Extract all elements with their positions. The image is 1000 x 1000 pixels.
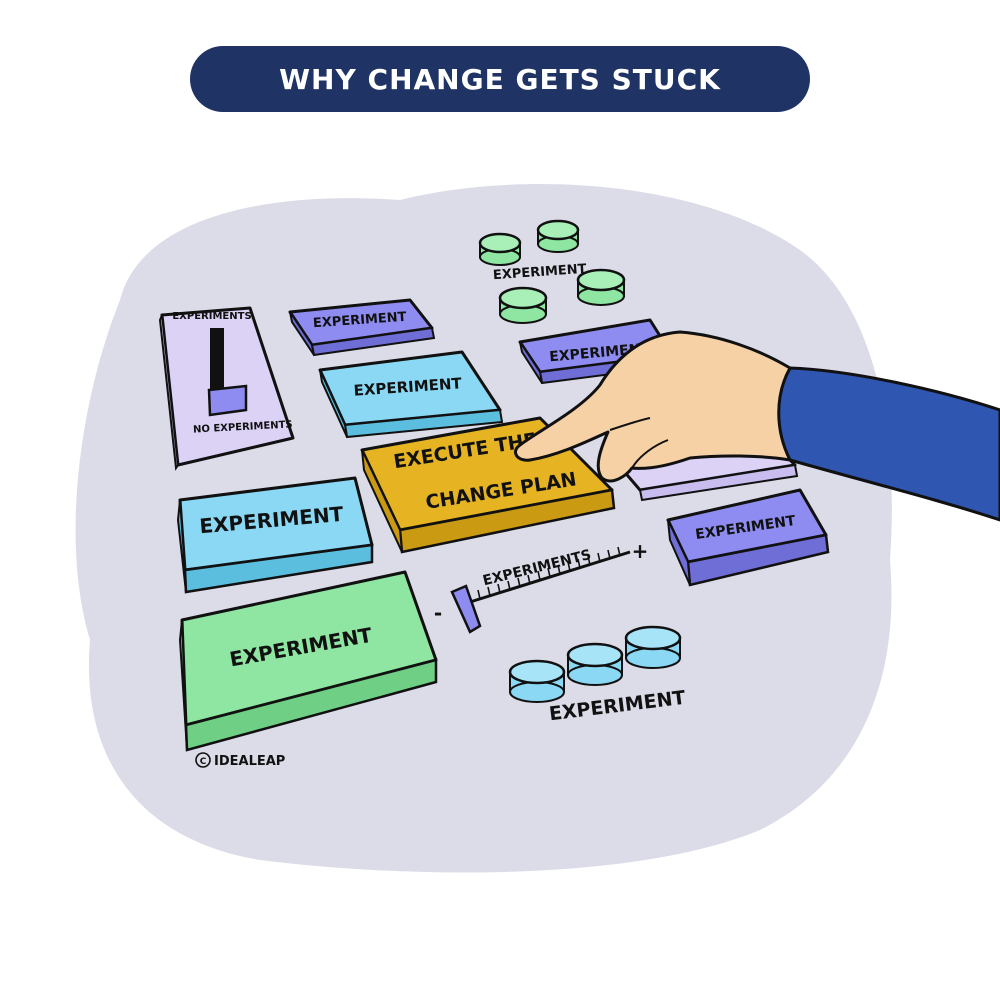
experiment-button-1[interactable]: EXPERIMENT — [288, 298, 436, 357]
blue-knob[interactable] — [566, 642, 624, 686]
slider-handle[interactable] — [207, 384, 248, 417]
blue-knob[interactable] — [508, 659, 566, 703]
copyright-credit: C IDEALEAP — [195, 752, 285, 769]
green-knob[interactable] — [498, 286, 548, 324]
dial-plus: + — [632, 539, 649, 563]
green-knob-group[interactable]: EXPERIMENT — [478, 219, 626, 324]
green-knob[interactable] — [478, 232, 522, 266]
pointing-hand — [514, 330, 1000, 522]
copyright-symbol: C — [200, 757, 207, 767]
dial-minus: - — [434, 601, 442, 625]
experiment-button-2[interactable]: EXPERIMENT — [318, 350, 504, 439]
green-knob-label: EXPERIMENT — [492, 262, 587, 284]
slider-label-bottom: NO EXPERIMENTS — [193, 419, 293, 435]
experiment-button-6[interactable]: EXPERIMENT — [178, 570, 438, 752]
copyright-icon — [195, 752, 211, 768]
green-knob[interactable] — [536, 219, 580, 253]
experiment-button-5[interactable]: EXPERIMENT — [666, 488, 830, 587]
page-title: WHY CHANGE GETS STUCK — [279, 62, 721, 96]
dial-handle[interactable] — [450, 584, 482, 634]
blue-knob[interactable] — [624, 625, 682, 669]
title-banner: WHY CHANGE GETS STUCK — [190, 46, 810, 112]
hand — [514, 330, 792, 483]
experiment-button-1-label: EXPERIMENT — [312, 310, 407, 332]
slider-label-top: EXPERIMENTS — [172, 311, 251, 322]
experiment-button-4[interactable]: EXPERIMENT — [176, 476, 374, 594]
credit-text: IDEALEAP — [214, 754, 285, 769]
experiments-slider[interactable]: EXPERIMENTS NO EXPERIMENTS — [158, 306, 295, 471]
dial-ticks — [477, 546, 621, 600]
green-knob[interactable] — [576, 268, 626, 306]
